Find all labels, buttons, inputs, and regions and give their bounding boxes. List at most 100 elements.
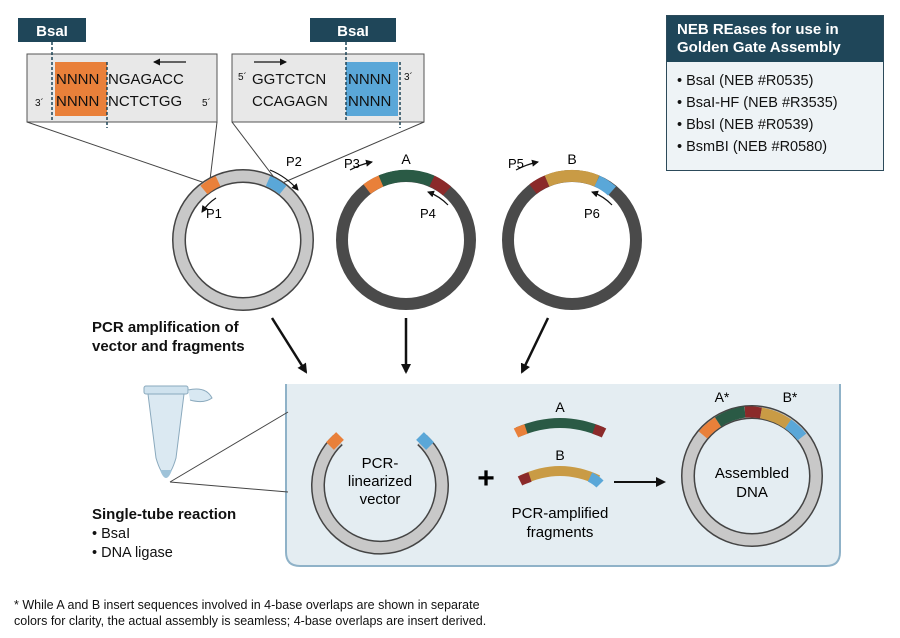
primer-p2-arrow	[269, 169, 299, 191]
vector-overlap-orange	[200, 176, 221, 195]
pcr-amplification-label: PCR amplification of vector and fragment…	[92, 318, 282, 356]
microcentrifuge-tube-icon	[143, 385, 213, 478]
neb-reases-box: NEB REases for use in Golden Gate Assemb…	[666, 15, 884, 171]
fragment-b-plasmid: P5 P6 B	[502, 151, 642, 310]
primer-p3-label: P3	[344, 156, 360, 171]
fragment-b-insert	[544, 169, 600, 187]
tube-zoom-line-a	[169, 411, 289, 483]
zoom-line-right-a	[231, 121, 277, 181]
primer-p1-arrow	[201, 197, 217, 213]
plus-sign: +	[477, 462, 495, 495]
primer-p6-label: P6	[584, 206, 600, 221]
amplified-fragment-a: A	[513, 399, 607, 438]
reaction-list: BsaI DNA ligase	[92, 525, 282, 563]
seq-left-bottom-end: 5´	[202, 97, 211, 109]
neb-title-line1: NEB REases for use in	[677, 21, 839, 38]
amplified-b-label: B	[555, 447, 564, 463]
vector-ring	[173, 170, 313, 310]
fragment-b-end-blue	[587, 472, 604, 488]
enzyme-label-right: BsaI	[337, 23, 369, 40]
amplified-line1: PCR-amplified	[512, 505, 609, 522]
assembled-b-star: B*	[783, 389, 798, 405]
fragment-a-overlap-orange	[363, 175, 384, 194]
fragment-a-end-orange	[513, 424, 528, 438]
fragment-a-overlap-red	[429, 175, 451, 196]
pcr-label-line2: vector and fragments	[92, 338, 245, 355]
amplified-fragment-b: B	[517, 447, 604, 488]
primer-p5-label: P5	[508, 156, 524, 171]
seq-left-bottom-prime: 3´	[35, 97, 44, 109]
linear-vector-end-orange	[326, 432, 344, 450]
primer-p4-arrow	[427, 190, 449, 206]
neb-item: BsaI (NEB #R0535)	[677, 70, 883, 92]
fragment-b-overlap-blue	[594, 175, 616, 196]
fragment-b-label: B	[567, 151, 576, 167]
reaction-item: BsaI	[92, 525, 282, 544]
fragment-a-label: A	[401, 151, 411, 167]
assembled-plasmid: A* B* Assembled DNA	[681, 389, 823, 547]
tube-zoom-line-b	[169, 481, 289, 493]
fragment-a-plasmid: P3 P4 A	[336, 151, 476, 310]
fragment-b-overlap-red	[529, 175, 550, 194]
fragment-a-insert	[378, 169, 435, 187]
bsai-site-right: BsaI 5´ GGTCTCN NNNN 3´ CCAGAGN NNNN	[231, 18, 425, 128]
enzyme-tag-right	[310, 18, 396, 42]
seq-left-top-overlap: NNNN	[56, 71, 99, 88]
fragment-a-end-red	[592, 424, 607, 438]
linearized-line3: vector	[360, 491, 401, 508]
primer-p6-arrow	[591, 190, 613, 206]
assembled-line2: DNA	[736, 484, 768, 501]
footnote-line1: * While A and B insert sequences involve…	[14, 598, 480, 612]
assembled-red	[744, 406, 763, 419]
assembled-green	[714, 406, 746, 427]
zoom-line-left-a	[26, 121, 209, 185]
primer-p4-label: P4	[420, 206, 436, 221]
arrow-vector-to-tube	[270, 317, 308, 374]
seq-left-bottom-rest: NCTCTGG	[108, 93, 182, 110]
neb-enzyme-list: BsaI (NEB #R0535) BsaI-HF (NEB #R3535) B…	[667, 62, 883, 158]
neb-box-title: NEB REases for use in Golden Gate Assemb…	[667, 16, 883, 62]
seq-right-bottom-rest: CCAGAGN	[252, 93, 328, 110]
primer-p2-label: P2	[286, 154, 302, 169]
vector-plasmid: P1 P2	[172, 154, 314, 311]
linear-vector-arc	[312, 435, 448, 554]
seq-left-bottom-overlap: NNNN	[56, 93, 99, 110]
seq-left-top-rest: NGAGACC	[108, 71, 184, 88]
vector-overlap-blue	[265, 175, 287, 195]
assembled-a-star: A*	[715, 389, 730, 405]
neb-title-line2: Golden Gate Assembly	[677, 39, 841, 56]
seq-right-top-end: 3´	[404, 71, 413, 83]
overlap-highlight-left	[55, 62, 107, 116]
assembled-orange	[698, 417, 722, 439]
footnote-line2: colors for clarity, the actual assembly …	[14, 614, 487, 628]
linear-vector-end-blue	[416, 432, 434, 450]
seq-right-bottom-overlap: NNNN	[348, 93, 391, 110]
primer-p1-label: P1	[206, 206, 222, 221]
assembled-gold	[759, 407, 792, 429]
enzyme-tag-left	[18, 18, 86, 42]
amplified-line2: fragments	[527, 524, 594, 541]
enzyme-label-left: BsaI	[36, 23, 68, 40]
footnote: * While A and B insert sequences involve…	[14, 597, 654, 629]
fragment-b-ring	[502, 170, 642, 310]
seq-right-top-rest: GGTCTCN	[252, 71, 326, 88]
assembled-line1: Assembled	[715, 465, 789, 482]
overlap-highlight-right	[346, 62, 398, 116]
linearized-line1: PCR-	[362, 455, 399, 472]
primer-p3-arrow	[349, 159, 373, 171]
amplified-a-label: A	[555, 399, 565, 415]
linearized-vector: PCR- linearized vector	[311, 432, 449, 555]
zoom-line-left-b	[209, 121, 218, 181]
neb-item: BsaI-HF (NEB #R3535)	[677, 92, 883, 114]
primer-p5-arrow	[515, 159, 539, 171]
reaction-item: DNA ligase	[92, 544, 282, 563]
pcr-label-line1: PCR amplification of	[92, 319, 239, 336]
fragment-a-ring	[336, 170, 476, 310]
linearized-line2: linearized	[348, 473, 412, 490]
assembled-blue	[784, 419, 807, 441]
bsai-site-left: BsaI NNNN NGAGACC 3´ NNNN NCTCTGG 5´	[18, 18, 218, 128]
zoom-line-right-b	[279, 121, 425, 185]
neb-item: BbsI (NEB #R0539)	[677, 114, 883, 136]
seq-right-top-prime: 5´	[238, 71, 247, 83]
